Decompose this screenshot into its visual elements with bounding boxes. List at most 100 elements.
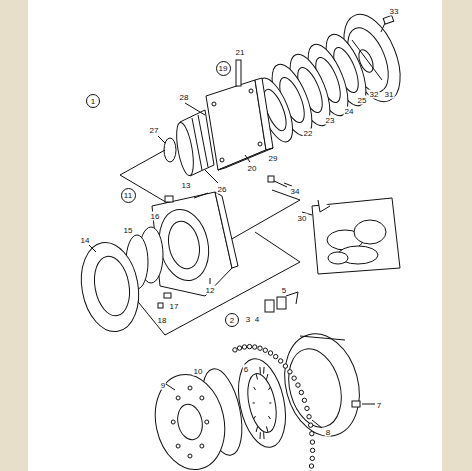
callout-number: 23 — [325, 116, 336, 125]
callout-number: 5 — [281, 286, 287, 295]
stud — [236, 60, 241, 86]
rotor-tooth — [268, 416, 270, 419]
rotor-tooth — [254, 416, 256, 419]
ball — [309, 464, 313, 468]
callout-number: 1 — [91, 97, 95, 106]
pin — [164, 293, 171, 298]
bolt — [268, 176, 287, 187]
callout-number: 33 — [389, 7, 400, 16]
callout-number: 3 — [245, 315, 251, 324]
screw — [352, 401, 360, 407]
ball — [253, 345, 257, 349]
ball — [310, 440, 314, 444]
bolt-hole — [200, 444, 204, 448]
ball — [305, 406, 309, 410]
shaft — [173, 110, 214, 177]
side-band — [442, 0, 472, 471]
rotor-tooth — [269, 403, 271, 404]
ball — [237, 346, 241, 350]
callout-number: 7 — [376, 401, 382, 410]
ball — [288, 370, 292, 374]
rotor-tooth — [268, 387, 270, 390]
rotor-tooth — [256, 426, 257, 431]
rotor-tooth — [253, 403, 255, 404]
circled-callout: 1 — [86, 94, 100, 108]
callout-number: 27 — [149, 126, 160, 135]
callout-number: 25 — [357, 96, 368, 105]
ring — [164, 138, 176, 162]
callout-number: 4 — [254, 315, 260, 324]
callout-number: 19 — [219, 64, 228, 73]
callout-number: 24 — [344, 107, 355, 116]
ball — [299, 390, 303, 394]
rotor — [231, 354, 293, 451]
ball — [263, 348, 267, 352]
callout-number: 16 — [150, 212, 161, 221]
ball — [310, 456, 314, 460]
bolt-hole — [200, 396, 204, 400]
ball — [278, 359, 282, 363]
circled-callout: 11 — [121, 188, 136, 203]
bolt-hole — [176, 444, 180, 448]
rotor-tooth — [266, 374, 267, 379]
ball — [310, 431, 314, 435]
callout-number: 13 — [181, 181, 192, 190]
ball — [242, 345, 246, 349]
ball — [233, 348, 237, 352]
circled-callout: 2 — [225, 313, 239, 327]
bolt-hole — [176, 396, 180, 400]
vane-pieces — [265, 292, 298, 312]
callout-number: 11 — [124, 191, 132, 200]
ball — [273, 354, 277, 358]
ball — [308, 423, 312, 427]
ball — [247, 344, 251, 348]
repeats — [171, 344, 315, 471]
rotor-tooth — [263, 432, 264, 439]
ball — [310, 448, 314, 452]
callout-number: 2 — [230, 316, 234, 325]
callout-number: 6 — [243, 365, 249, 374]
rotor-tooth — [254, 387, 256, 390]
callout-number: 34 — [290, 187, 301, 196]
rotor-tooth — [266, 426, 267, 431]
callout-number: 14 — [80, 236, 91, 245]
rotor-tooth — [259, 367, 260, 374]
bolt — [194, 193, 208, 198]
ball — [258, 346, 262, 350]
ball — [292, 376, 296, 380]
leader-line — [89, 103, 375, 428]
ball — [302, 398, 306, 402]
pump-housing — [274, 325, 370, 444]
ball — [268, 351, 272, 355]
rotor-tooth — [256, 374, 257, 379]
ball — [307, 415, 311, 419]
callout-number: 31 — [384, 90, 395, 99]
callout-number: 10 — [193, 367, 204, 376]
ball — [283, 364, 287, 368]
callout-number: 15 — [123, 226, 134, 235]
bolt-hole — [188, 386, 192, 390]
callout-number: 22 — [303, 129, 314, 138]
callout-number: 9 — [160, 381, 166, 390]
housing-plate — [206, 78, 273, 170]
seal-kit-bag — [312, 198, 400, 274]
callout-number: 32 — [369, 90, 380, 99]
bolt-hole — [205, 420, 209, 424]
side-band — [0, 0, 28, 471]
end-plate — [147, 368, 233, 471]
callout-number: 29 — [268, 154, 279, 163]
callout-number: 18 — [157, 316, 168, 325]
circled-callout: 19 — [216, 61, 231, 76]
callout-number: 8 — [325, 428, 331, 437]
callout-number: 17 — [169, 302, 180, 311]
bolt — [381, 15, 394, 32]
bolt-hole — [171, 420, 175, 424]
ball — [296, 383, 300, 387]
callout-number: 28 — [179, 93, 190, 102]
pin — [158, 303, 163, 308]
callout-number: 12 — [205, 286, 216, 295]
motor-housing — [152, 192, 238, 296]
rotor-tooth — [259, 432, 260, 439]
callout-number: 26 — [217, 185, 228, 194]
